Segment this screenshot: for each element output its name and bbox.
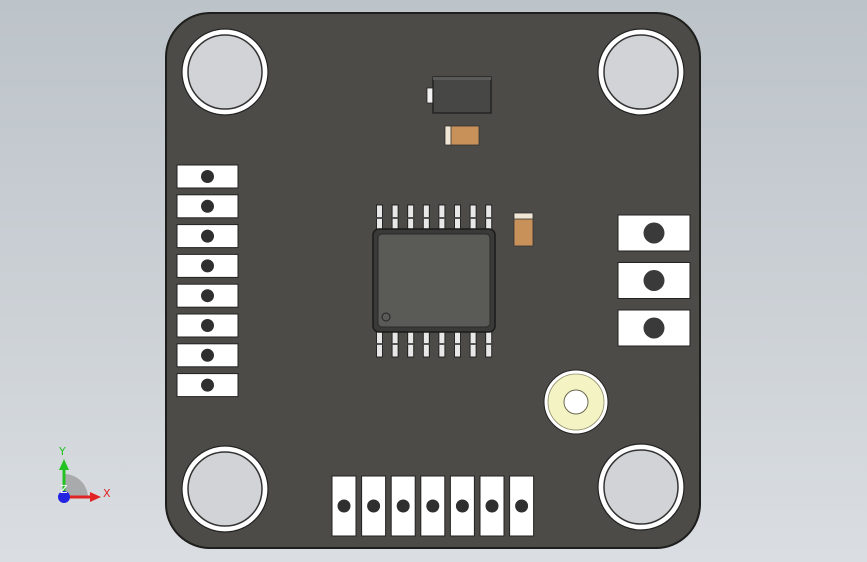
ic-lead xyxy=(407,204,415,231)
ic-lead xyxy=(454,204,461,231)
z-axis-label: Z xyxy=(60,483,68,496)
bottom-header-pin[interactable] xyxy=(331,475,357,537)
ic-lead xyxy=(376,331,383,358)
bottom-header-pin[interactable] xyxy=(509,475,535,537)
ic-lead xyxy=(485,204,493,231)
left-header-pin[interactable] xyxy=(176,253,239,278)
smd-capacitor-right[interactable] xyxy=(513,212,534,247)
mounting-hole-top-left[interactable] xyxy=(181,28,269,116)
y-axis-label: Y xyxy=(58,445,66,458)
mounting-hole-top-right[interactable] xyxy=(597,28,685,116)
left-header-pin[interactable] xyxy=(176,224,239,249)
ic-lead xyxy=(422,204,430,231)
left-header-pin[interactable] xyxy=(176,283,239,308)
ic-leads-top xyxy=(376,204,493,231)
bottom-header-pin[interactable] xyxy=(361,475,387,537)
smd-diode[interactable] xyxy=(426,76,492,114)
ic-lead xyxy=(407,331,415,358)
bottom-header-pin[interactable] xyxy=(479,475,505,537)
ic-chip[interactable] xyxy=(372,204,496,358)
left-header-pin[interactable] xyxy=(176,343,239,368)
ic-lead xyxy=(376,204,383,231)
ic-lead xyxy=(422,331,430,358)
left-header-pin[interactable] xyxy=(176,313,239,338)
x-axis-label: X xyxy=(103,487,111,500)
mounting-holes xyxy=(181,28,685,533)
left-header-pin[interactable] xyxy=(176,194,239,219)
ic-lead xyxy=(454,331,461,358)
ic-lead xyxy=(438,331,446,358)
bottom-pin-header xyxy=(331,475,535,537)
axis-triad: Y X Z xyxy=(58,445,111,503)
y-axis-arrow-icon xyxy=(59,459,69,470)
ic-lead xyxy=(391,204,399,231)
right-pin-header xyxy=(617,214,691,347)
ic-lead xyxy=(469,331,477,358)
ic-pin1-marker xyxy=(381,312,391,322)
ic-leads-bottom xyxy=(376,331,493,358)
x-axis-arrow-icon xyxy=(90,492,101,502)
triad-arc xyxy=(64,474,88,497)
left-pin-header xyxy=(176,164,239,398)
smd-capacitor-top[interactable] xyxy=(444,125,480,146)
right-header-pin[interactable] xyxy=(617,214,691,252)
right-header-pin[interactable] xyxy=(617,262,691,299)
mounting-hole-bottom-left[interactable] xyxy=(181,445,269,533)
ic-lead xyxy=(485,331,493,358)
left-header-pin[interactable] xyxy=(176,164,239,189)
buzzer[interactable] xyxy=(543,369,609,435)
ic-lead xyxy=(438,204,446,231)
z-axis-dot-icon xyxy=(58,491,70,503)
right-header-pin[interactable] xyxy=(617,309,691,347)
ic-lead xyxy=(391,331,399,358)
left-header-pin[interactable] xyxy=(176,373,239,398)
bottom-header-pin[interactable] xyxy=(449,475,475,537)
bottom-header-pin[interactable] xyxy=(390,475,416,537)
mounting-hole-bottom-right[interactable] xyxy=(597,443,685,531)
bottom-header-pin[interactable] xyxy=(420,475,446,537)
ic-lead xyxy=(469,204,477,231)
